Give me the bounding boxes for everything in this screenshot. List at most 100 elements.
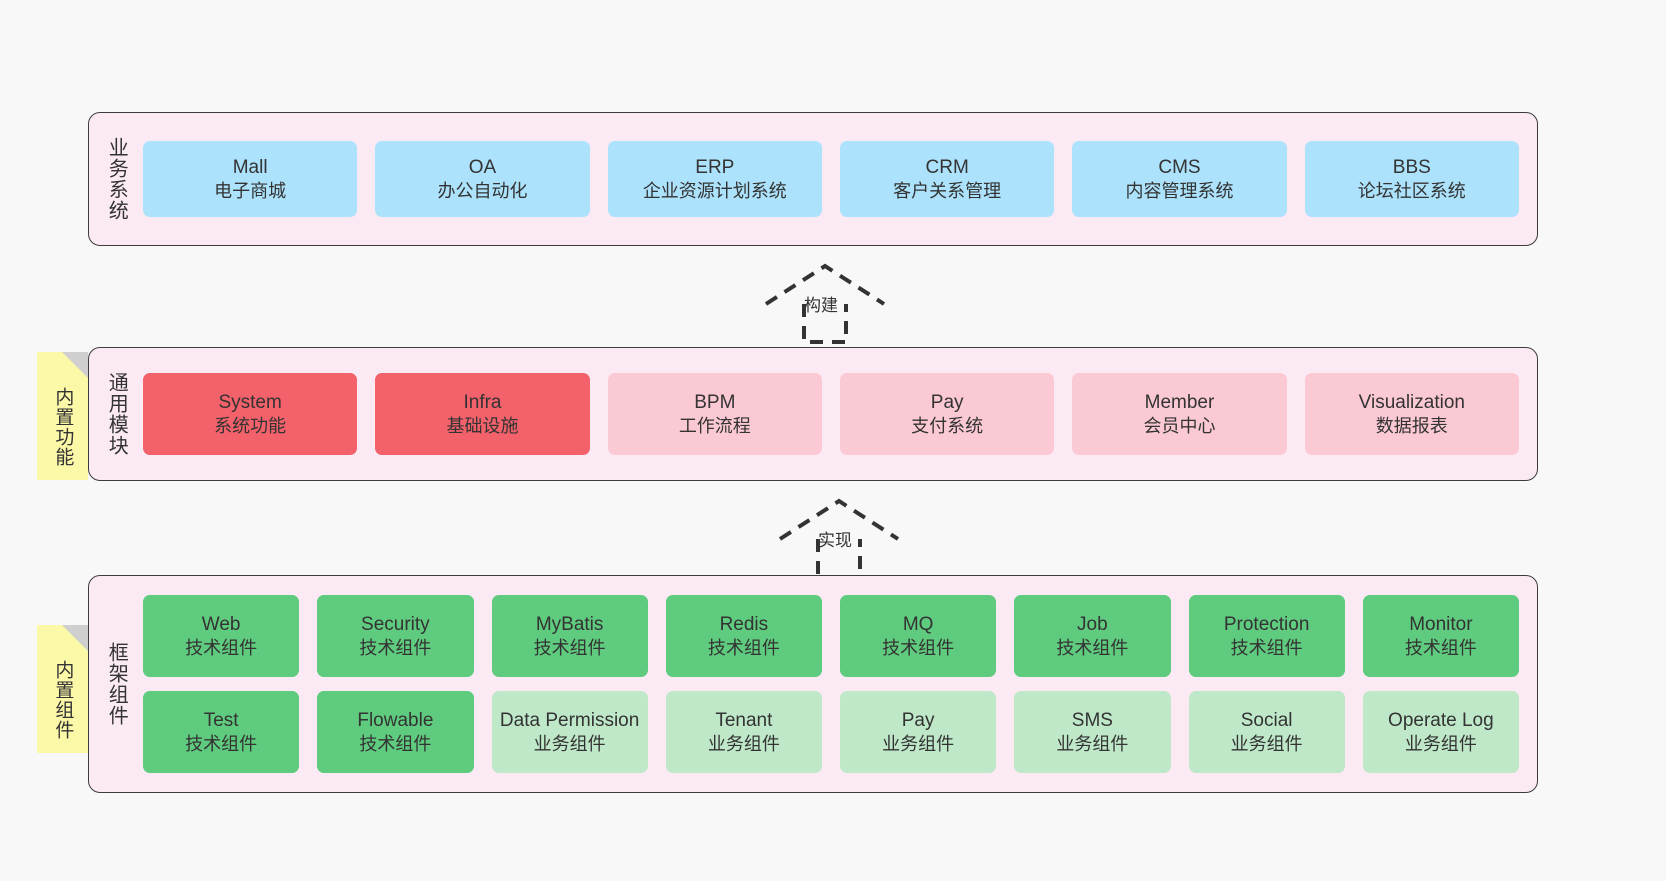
node-mq-name: MQ xyxy=(902,613,934,635)
node-bpm-name: BPM xyxy=(694,391,736,413)
layer-common-modules-row: System 系统功能 Infra 基础设施 BPM 工作流程 Pay 支付系统… xyxy=(143,373,1519,455)
node-member-sub: 会员中心 xyxy=(1143,415,1216,436)
node-data-permission-sub: 业务组件 xyxy=(533,733,606,754)
node-cms-name: CMS xyxy=(1158,156,1201,178)
node-job-sub: 技术组件 xyxy=(1056,637,1129,658)
node-pay-component-name: Pay xyxy=(901,709,935,731)
node-security[interactable]: Security 技术组件 xyxy=(317,595,474,677)
node-oa-sub: 办公自动化 xyxy=(437,180,528,201)
node-erp-name: ERP xyxy=(695,156,735,178)
node-data-permission[interactable]: Data Permission 业务组件 xyxy=(491,691,648,773)
connector-implement: 实现 xyxy=(772,493,922,585)
node-tenant-sub: 业务组件 xyxy=(707,733,780,754)
node-system-name: System xyxy=(218,391,282,413)
node-flowable-name: Flowable xyxy=(357,709,434,731)
node-member[interactable]: Member 会员中心 xyxy=(1072,373,1287,455)
note-builtin-features-text: 内置功能 xyxy=(52,387,74,467)
node-test[interactable]: Test 技术组件 xyxy=(143,691,300,773)
node-infra-name: Infra xyxy=(463,391,502,413)
node-tenant-name: Tenant xyxy=(715,709,773,731)
node-mq-sub: 技术组件 xyxy=(882,637,955,658)
layer-business-system-caption: 业务系统 xyxy=(105,137,128,221)
node-member-name: Member xyxy=(1144,391,1215,413)
note-fold-corner-icon xyxy=(62,352,88,378)
node-redis-name: Redis xyxy=(719,613,769,635)
layer-common-modules: 通用模块 System 系统功能 Infra 基础设施 BPM 工作流程 Pay… xyxy=(88,347,1538,481)
node-flowable-sub: 技术组件 xyxy=(359,733,432,754)
connector-implement-label: 实现 xyxy=(818,531,852,550)
layer-framework-components-caption: 框架组件 xyxy=(105,642,128,726)
node-mybatis-name: MyBatis xyxy=(535,613,604,635)
node-system[interactable]: System 系统功能 xyxy=(143,373,358,455)
node-redis[interactable]: Redis 技术组件 xyxy=(665,595,822,677)
note-builtin-components-text: 内置组件 xyxy=(52,660,74,740)
node-mq[interactable]: MQ 技术组件 xyxy=(840,595,997,677)
node-mall-name: Mall xyxy=(232,156,268,178)
node-job-name: Job xyxy=(1077,613,1108,635)
layer-business-system: 业务系统 Mall 电子商城 OA 办公自动化 ERP 企业资源计划系统 CRM… xyxy=(88,112,1538,246)
node-crm-name: CRM xyxy=(925,156,969,178)
node-bbs-sub: 论坛社区系统 xyxy=(1357,180,1466,201)
node-visualization[interactable]: Visualization 数据报表 xyxy=(1304,373,1519,455)
node-tenant[interactable]: Tenant 业务组件 xyxy=(665,691,822,773)
node-protection-name: Protection xyxy=(1223,613,1310,635)
node-security-name: Security xyxy=(361,613,430,635)
node-system-sub: 系统功能 xyxy=(214,415,287,436)
layer-framework-components: 框架组件 Web 技术组件 Security 技术组件 MyBatis 技术组件… xyxy=(88,575,1538,793)
note-builtin-components: 内置组件 xyxy=(37,625,88,753)
node-operate-log-name: Operate Log xyxy=(1388,709,1494,731)
layer-common-modules-caption: 通用模块 xyxy=(105,372,128,456)
node-mall[interactable]: Mall 电子商城 xyxy=(143,141,358,217)
layer-framework-components-row-tech: Web 技术组件 Security 技术组件 MyBatis 技术组件 Redi… xyxy=(143,595,1519,677)
node-redis-sub: 技术组件 xyxy=(707,637,780,658)
node-job[interactable]: Job 技术组件 xyxy=(1014,595,1171,677)
node-test-name: Test xyxy=(203,709,239,731)
note-builtin-features: 内置功能 xyxy=(37,352,88,480)
node-bpm-sub: 工作流程 xyxy=(678,415,751,436)
node-visualization-sub: 数据报表 xyxy=(1375,415,1448,436)
node-sms[interactable]: SMS 业务组件 xyxy=(1014,691,1171,773)
node-infra-sub: 基础设施 xyxy=(446,415,519,436)
node-crm-sub: 客户关系管理 xyxy=(893,180,1002,201)
layer-framework-components-body: Web 技术组件 Security 技术组件 MyBatis 技术组件 Redi… xyxy=(143,576,1537,792)
node-mybatis[interactable]: MyBatis 技术组件 xyxy=(491,595,648,677)
node-web-name: Web xyxy=(201,613,241,635)
node-mybatis-sub: 技术组件 xyxy=(533,637,606,658)
node-pay-component-sub: 业务组件 xyxy=(882,733,955,754)
layer-framework-components-row-business: Test 技术组件 Flowable 技术组件 Data Permission … xyxy=(143,691,1519,773)
node-bbs-name: BBS xyxy=(1392,156,1431,178)
layer-common-modules-body: System 系统功能 Infra 基础设施 BPM 工作流程 Pay 支付系统… xyxy=(143,348,1537,480)
node-pay-module-sub: 支付系统 xyxy=(911,415,984,436)
node-cms-sub: 内容管理系统 xyxy=(1125,180,1234,201)
node-oa-name: OA xyxy=(468,156,497,178)
node-monitor-sub: 技术组件 xyxy=(1404,637,1477,658)
node-protection[interactable]: Protection 技术组件 xyxy=(1188,595,1345,677)
node-operate-log-sub: 业务组件 xyxy=(1404,733,1477,754)
node-sms-sub: 业务组件 xyxy=(1056,733,1129,754)
node-pay-module[interactable]: Pay 支付系统 xyxy=(839,373,1055,455)
node-social-name: Social xyxy=(1240,709,1293,731)
node-visualization-name: Visualization xyxy=(1358,391,1465,413)
node-crm[interactable]: CRM 客户关系管理 xyxy=(839,141,1055,217)
node-web[interactable]: Web 技术组件 xyxy=(143,595,300,677)
node-mall-sub: 电子商城 xyxy=(214,180,287,201)
node-pay-module-name: Pay xyxy=(930,391,964,413)
node-bbs[interactable]: BBS 论坛社区系统 xyxy=(1304,141,1519,217)
node-pay-component[interactable]: Pay 业务组件 xyxy=(840,691,997,773)
node-data-permission-name: Data Permission xyxy=(499,709,640,731)
layer-business-system-body: Mall 电子商城 OA 办公自动化 ERP 企业资源计划系统 CRM 客户关系… xyxy=(143,113,1537,245)
node-monitor[interactable]: Monitor 技术组件 xyxy=(1362,595,1519,677)
node-flowable[interactable]: Flowable 技术组件 xyxy=(317,691,474,773)
connector-build: 构建 xyxy=(758,258,908,350)
node-oa[interactable]: OA 办公自动化 xyxy=(375,141,590,217)
node-infra[interactable]: Infra 基础设施 xyxy=(375,373,590,455)
node-social[interactable]: Social 业务组件 xyxy=(1188,691,1345,773)
node-bpm[interactable]: BPM 工作流程 xyxy=(607,373,822,455)
node-cms[interactable]: CMS 内容管理系统 xyxy=(1072,141,1287,217)
node-monitor-name: Monitor xyxy=(1409,613,1473,635)
node-social-sub: 业务组件 xyxy=(1230,733,1303,754)
note-fold-corner-icon xyxy=(62,625,88,651)
node-operate-log[interactable]: Operate Log 业务组件 xyxy=(1362,691,1519,773)
node-erp[interactable]: ERP 企业资源计划系统 xyxy=(607,141,822,217)
